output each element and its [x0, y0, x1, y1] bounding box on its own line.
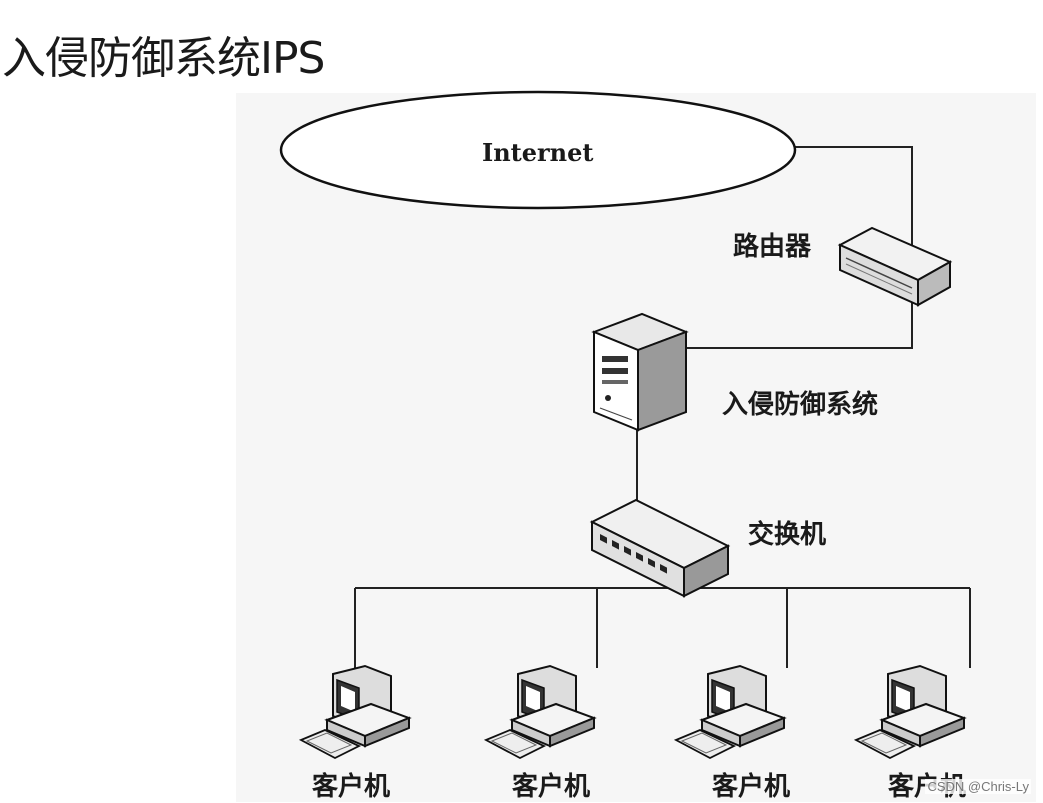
client-computer-icon	[673, 664, 787, 760]
internet-router-link	[790, 146, 913, 258]
page-title: 入侵防御系统IPS	[2, 33, 325, 84]
client-computer-icon	[853, 664, 967, 760]
watermark: CSDN @Chris-Ly	[925, 779, 1031, 794]
internet-label: Internet	[482, 138, 594, 167]
client-label: 客户机	[312, 772, 391, 802]
client-computer-icon	[483, 664, 597, 760]
client-label: 客户机	[712, 772, 791, 802]
switch-label: 交换机	[748, 520, 827, 550]
client-label: 客户机	[512, 772, 591, 802]
connection-lines	[354, 146, 971, 668]
ips-label: 入侵防御系统	[722, 390, 879, 420]
internet-cloud	[279, 90, 797, 210]
client-computer-icon	[298, 664, 412, 760]
ips-server-icon	[591, 312, 689, 432]
router-label: 路由器	[733, 232, 812, 262]
router-ips-link	[686, 300, 913, 349]
router-icon	[837, 226, 953, 307]
switch-icon	[589, 498, 731, 598]
